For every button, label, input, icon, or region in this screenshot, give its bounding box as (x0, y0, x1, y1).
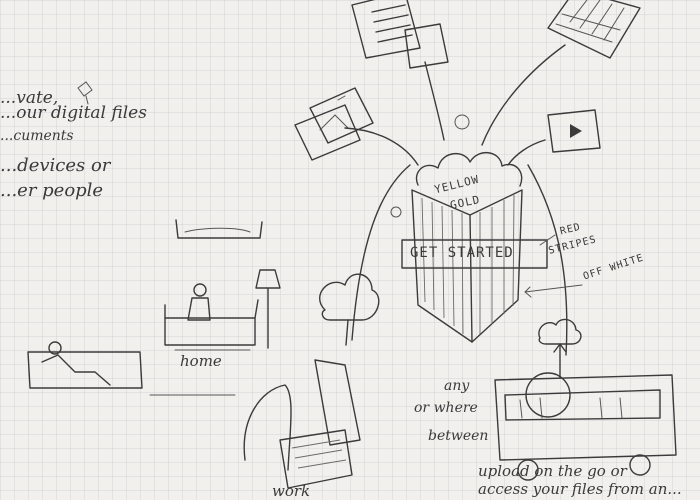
label-anywhere-2: or where (414, 400, 478, 416)
label-upload-1: upload on the go or (478, 462, 627, 480)
bed-illustration (175, 219, 263, 239)
relax-scene-illustration (27, 341, 236, 396)
video-icon (547, 109, 601, 153)
document-icon (351, 0, 449, 69)
spreadsheet-icon (547, 0, 641, 59)
note-line: ...devices or (0, 155, 111, 176)
label-work: work (272, 482, 311, 500)
home-scene-illustration (164, 269, 281, 351)
dot-icon (390, 206, 402, 218)
connector-lines (344, 44, 568, 356)
cloud-upload-icon (538, 318, 582, 379)
label-anywhere-3: between (428, 428, 489, 444)
annotation-arrow (539, 234, 556, 246)
work-scene-illustration (243, 359, 361, 489)
note-line: ...vate, (0, 88, 59, 108)
get-started-label: GET STARTED (410, 245, 514, 261)
popcorn-box-illustration (401, 152, 548, 343)
label-anywhere-1: any (444, 378, 470, 394)
annotation-arrow (524, 284, 583, 298)
label-home: home (180, 352, 222, 370)
emoji-icon (454, 114, 470, 130)
label-upload-2: access your files from an... (478, 480, 682, 498)
bus-illustration (494, 372, 677, 481)
note-line: ...our digital files (0, 103, 147, 123)
tree-icon (319, 273, 380, 346)
note-line: ...cuments (0, 128, 74, 144)
pin-icon (77, 81, 93, 105)
photo-icon (294, 87, 374, 161)
note-line: ...er people (0, 180, 104, 201)
